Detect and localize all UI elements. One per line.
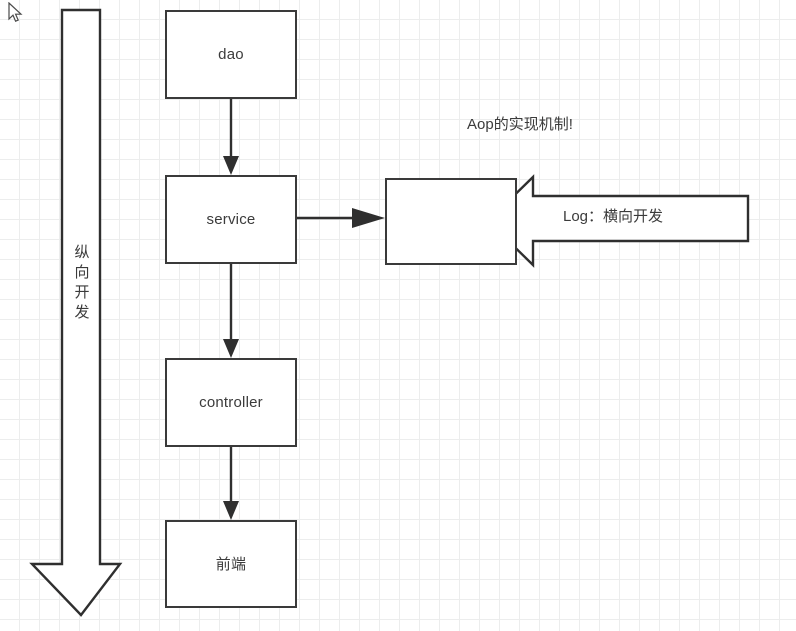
vertical-development-char-1: 纵 xyxy=(74,244,90,261)
node-frontend[interactable]: 前端 xyxy=(165,520,297,608)
node-controller[interactable]: controller xyxy=(165,358,297,447)
log-arrow-label: Log：横向开发 xyxy=(563,208,664,225)
node-service[interactable]: service xyxy=(165,175,297,264)
node-dao[interactable]: dao xyxy=(165,10,297,99)
vertical-development-char-3: 开 xyxy=(74,284,90,301)
aspect-box[interactable] xyxy=(385,178,517,265)
arrow-dao-to-service xyxy=(223,99,239,175)
vertical-development-char-4: 发 xyxy=(74,304,90,321)
node-controller-label: controller xyxy=(199,394,263,411)
aop-title: Aop的实现机制! xyxy=(467,116,573,133)
vertical-development-label: 纵 向 开 发 xyxy=(64,243,100,323)
arrow-controller-to-frontend xyxy=(223,447,239,520)
vertical-development-char-2: 向 xyxy=(74,264,90,281)
arrow-service-to-controller xyxy=(223,264,239,358)
node-service-label: service xyxy=(206,211,256,228)
arrow-service-to-aspect xyxy=(297,208,385,228)
mouse-pointer-icon xyxy=(8,1,24,26)
node-dao-label: dao xyxy=(218,46,244,63)
node-frontend-label: 前端 xyxy=(215,555,247,573)
